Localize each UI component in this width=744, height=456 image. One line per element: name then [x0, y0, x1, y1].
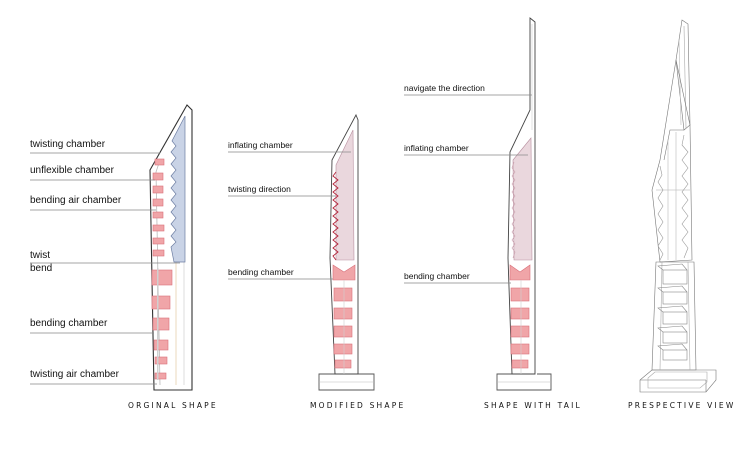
- original-leader-lines: [30, 152, 180, 385]
- tail-leader-lines: [404, 94, 532, 284]
- caption-original-shape: ORGINAL SHAPE: [128, 401, 218, 410]
- label-bending-chamber: bending chamber: [30, 318, 108, 329]
- modified-twisting-direction: [332, 171, 339, 261]
- perspective-drawing: [639, 19, 717, 393]
- label-twisting-chamber: twisting chamber: [30, 139, 106, 150]
- caption-shape-with-tail: SHAPE WITH TAIL: [484, 401, 582, 410]
- modified-shape-drawing: [318, 113, 375, 391]
- label-unflexible-chamber: unflexible chamber: [30, 165, 114, 176]
- modified-bending-chambers: [333, 287, 353, 369]
- label-bending-chamber: bending chamber: [228, 267, 294, 277]
- caption-perspective-view: PRESPECTIVE VIEW: [628, 401, 736, 410]
- modified-leader-lines: [228, 151, 351, 280]
- label-navigate-the-direction: navigate the direction: [404, 83, 485, 93]
- label-bend: bend: [30, 263, 53, 274]
- original-shape-drawing: [149, 104, 193, 391]
- caption-modified-shape: MODIFIED SHAPE: [310, 401, 406, 410]
- bending-chambers: [151, 269, 173, 380]
- label-bending-chamber: bending chamber: [404, 271, 470, 281]
- label-inflating-chamber: inflating chamber: [404, 143, 469, 153]
- label-twisting-air-chamber: twisting air chamber: [30, 369, 119, 380]
- tail-bending-chambers: [510, 287, 530, 369]
- modified-base: [318, 373, 375, 391]
- tail-inflating-chamber: [512, 137, 533, 261]
- label-twisting-direction: twisting direction: [228, 184, 291, 194]
- label-bending-air-chamber: bending air chamber: [30, 195, 122, 206]
- modified-bending-chamber-top: [332, 264, 356, 281]
- tail-shape-drawing: [496, 17, 552, 391]
- tail-bending-chamber-top: [509, 264, 531, 281]
- label-twist: twist: [30, 250, 50, 261]
- tail-base: [496, 373, 552, 391]
- twisting-chamber: [170, 115, 186, 263]
- bending-air-chambers: [152, 158, 165, 257]
- label-inflating-chamber: inflating chamber: [228, 140, 293, 150]
